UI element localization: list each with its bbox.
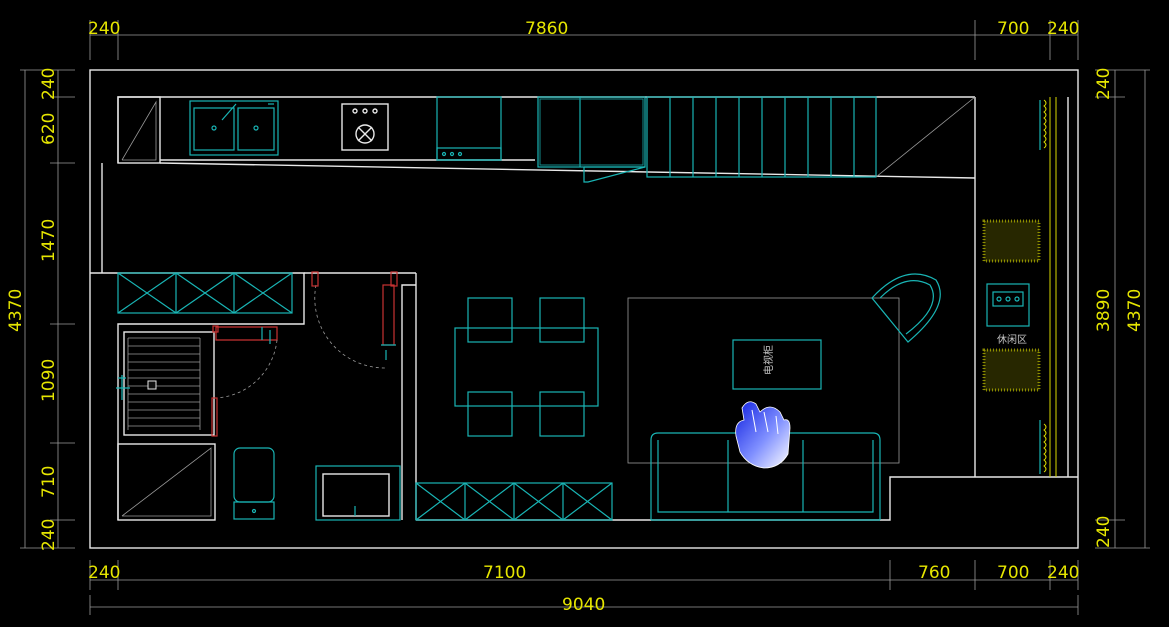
shower-grate: [127, 337, 201, 430]
floor-cushion-bottom: [983, 349, 1040, 391]
dim-top-1: 240: [88, 19, 120, 39]
dining-chair-1: [467, 297, 513, 343]
dining-chair-2: [539, 297, 585, 343]
dim-bottom-2: 7100: [483, 563, 526, 583]
dim-left-4: 1090: [39, 359, 59, 402]
oven-unit: [436, 96, 502, 161]
storage-cabinet-left: [117, 272, 293, 314]
dim-left-total: 4370: [6, 289, 26, 332]
tv-cabinet-label: 电视柜: [762, 345, 775, 375]
dim-left-1: 240: [39, 68, 59, 100]
leisure-area: 休闲区: [982, 219, 1041, 392]
dining-chair-4: [539, 391, 585, 437]
dim-right-2: 3890: [1094, 289, 1114, 332]
dining-chair-3: [467, 391, 513, 437]
tv-cabinet: [732, 339, 822, 390]
dim-bottom-5: 240: [1047, 563, 1079, 583]
dim-bottom-3: 760: [918, 563, 950, 583]
dim-top-3: 700: [997, 19, 1029, 39]
dining-table: [454, 327, 599, 407]
armchair: [871, 273, 941, 343]
dim-left-2: 620: [39, 113, 59, 145]
window-curtain: [1039, 97, 1069, 477]
kitchen-sink: [189, 100, 279, 156]
dim-left-6: 240: [39, 519, 59, 551]
staircase: [646, 96, 976, 178]
dim-top-2: 7860: [525, 19, 568, 39]
toilet: [233, 447, 275, 520]
dining-set: [454, 297, 599, 437]
hand-cursor-icon[interactable]: [735, 401, 791, 469]
dim-left-5: 710: [39, 466, 59, 498]
dim-top-4: 240: [1047, 19, 1079, 39]
bathroom: [116, 331, 401, 521]
dimension-lines: [20, 20, 1150, 615]
dim-left-3: 1470: [39, 219, 59, 262]
kitchen-counter: [117, 96, 646, 183]
tea-table: [986, 283, 1030, 327]
dim-overall: 9040: [562, 595, 605, 615]
living-room: 电视柜: [627, 273, 941, 521]
dim-right-total: 4370: [1125, 289, 1145, 332]
floor-cushion-top: [983, 220, 1040, 262]
bathtub: [117, 443, 216, 521]
washbasin: [315, 465, 401, 521]
doors: [211, 271, 398, 437]
gas-stove: [341, 103, 389, 151]
dim-right-3: 240: [1094, 516, 1114, 548]
dim-right-1: 240: [1094, 68, 1114, 100]
dim-bottom-4: 700: [997, 563, 1029, 583]
dim-bottom-1: 240: [88, 563, 120, 583]
tv-console-bottom: [415, 482, 613, 521]
leisure-area-label: 休闲区: [997, 333, 1027, 346]
refrigerator: [537, 96, 646, 183]
dimension-labels: 240 7860 700 240 240 7100 760 700 240 90…: [6, 19, 1145, 615]
